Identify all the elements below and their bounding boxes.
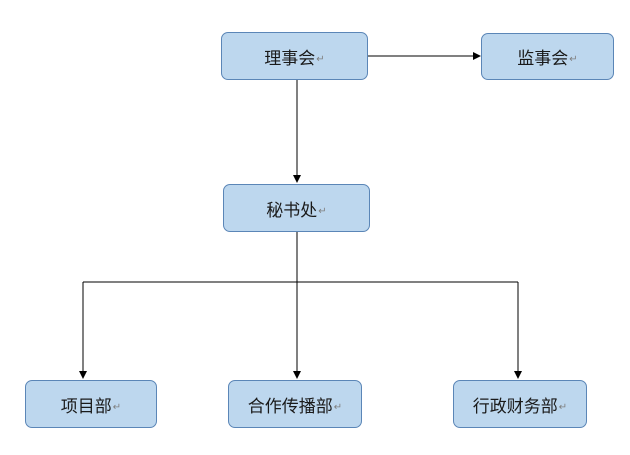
node-secretariat-label: 秘书处 bbox=[266, 200, 318, 221]
paragraph-mark-icon: ↵ bbox=[112, 401, 122, 413]
node-supervisors: 监事会↵ bbox=[481, 33, 614, 80]
paragraph-mark-icon: ↵ bbox=[333, 401, 343, 413]
node-projects: 项目部↵ bbox=[25, 380, 157, 428]
node-cooperation-label: 合作传播部 bbox=[247, 396, 333, 417]
paragraph-mark-icon: ↵ bbox=[318, 205, 327, 217]
node-cooperation: 合作传播部↵ bbox=[228, 380, 362, 428]
node-board: 理事会↵ bbox=[221, 32, 368, 80]
node-projects-label: 项目部 bbox=[60, 396, 112, 417]
node-admin-finance-label: 行政财务部 bbox=[472, 396, 558, 417]
paragraph-mark-icon: ↵ bbox=[558, 401, 568, 413]
node-board-label: 理事会 bbox=[264, 48, 316, 69]
paragraph-mark-icon: ↵ bbox=[316, 53, 325, 65]
node-supervisors-label: 监事会 bbox=[517, 49, 569, 69]
paragraph-mark-icon: ↵ bbox=[569, 54, 578, 65]
node-admin-finance: 行政财务部↵ bbox=[453, 380, 587, 428]
node-secretariat: 秘书处↵ bbox=[223, 184, 370, 232]
